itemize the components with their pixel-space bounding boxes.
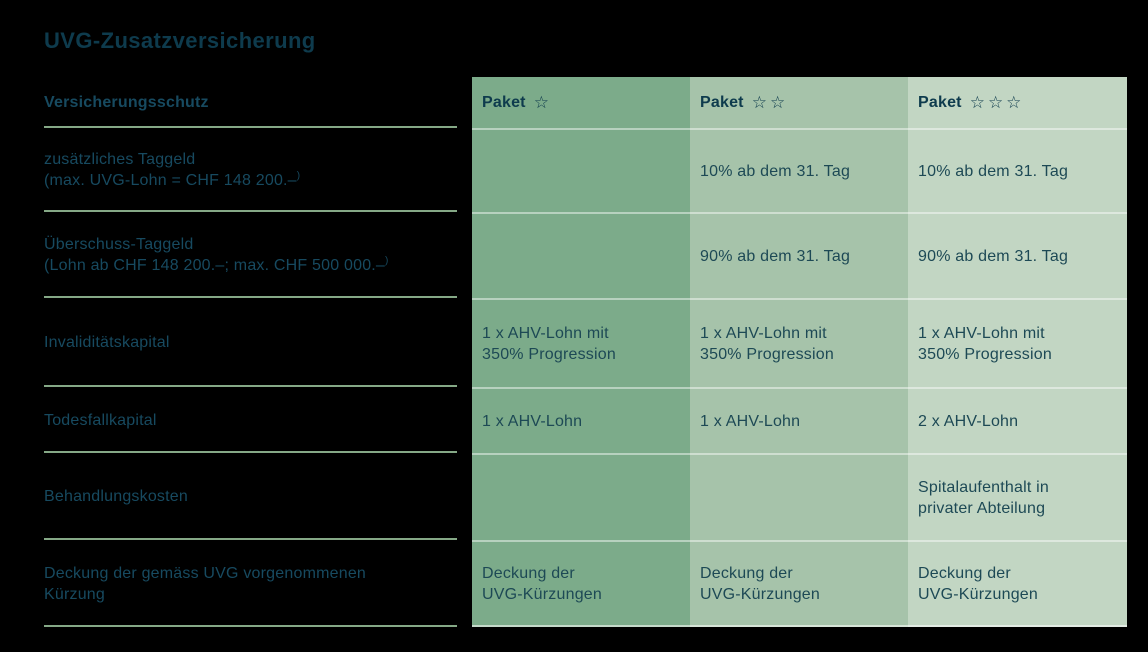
row-label-text: Invaliditätskapital (44, 334, 170, 351)
table-cell: Deckung der UVG-Kürzungen (690, 540, 908, 627)
table-cell (472, 453, 690, 540)
page-title: UVG-Zusatzversicherung (44, 28, 316, 53)
table-cell: Spitalaufenthalt in privater Abteilung (908, 453, 1127, 540)
table-cell: 10% ab dem 31. Tag (690, 128, 908, 212)
table-cell (472, 128, 690, 212)
column-header-paket-1: Paket ☆ (472, 77, 690, 128)
table-cell: 1 x AHV-Lohn mit 350% Progression (472, 298, 690, 387)
row-label-invaliditaetskapital: Invaliditätskapital (44, 298, 472, 387)
table-cell: 1 x AHV-Lohn (690, 387, 908, 453)
row-header-title: Versicherungsschutz (44, 77, 472, 128)
row-label-todesfallkapital: Todesfallkapital (44, 387, 472, 453)
footnote-marker: ) (296, 170, 301, 182)
table-cell: 90% ab dem 31. Tag (690, 212, 908, 298)
row-label-text: Deckung der gemäss UVG vorgenommenen Kür… (44, 564, 367, 603)
row-label-text: zusätzliches Taggeld (max. UVG-Lohn = CH… (44, 151, 297, 189)
row-label-text: Behandlungskosten (44, 488, 188, 505)
footnote-marker: ) (385, 255, 389, 267)
column-header-paket-2: Paket ☆☆ (690, 77, 908, 128)
row-label-text: Überschuss-Taggeld (Lohn ab CHF 148 200.… (44, 236, 386, 274)
table-cell: 1 x AHV-Lohn (472, 387, 690, 453)
column-header-label: Paket (918, 94, 962, 111)
row-label-behandlungskosten: Behandlungskosten (44, 453, 472, 540)
star-icons: ☆☆ (751, 93, 789, 112)
column-header-paket-3: Paket ☆☆☆ (908, 77, 1127, 128)
row-header-title-label: Versicherungsschutz (44, 94, 209, 111)
table-cell: 90% ab dem 31. Tag (908, 212, 1127, 298)
column-header-label: Paket (482, 94, 526, 111)
row-label-ueberschuss-taggeld: Überschuss-Taggeld (Lohn ab CHF 148 200.… (44, 212, 472, 298)
table-cell: 2 x AHV-Lohn (908, 387, 1127, 453)
package-comparison-table: Versicherungsschutz Paket ☆ Paket ☆☆ Pak… (44, 77, 1127, 627)
table-cell (690, 453, 908, 540)
star-icons: ☆☆☆ (969, 93, 1025, 112)
star-icon: ☆ (533, 93, 552, 112)
table-cell: Deckung der UVG-Kürzungen (908, 540, 1127, 627)
row-label-deckung-kuerzung: Deckung der gemäss UVG vorgenommenen Kür… (44, 540, 472, 627)
table-cell: 1 x AHV-Lohn mit 350% Progression (690, 298, 908, 387)
column-header-label: Paket (700, 94, 744, 111)
table-cell: Deckung der UVG-Kürzungen (472, 540, 690, 627)
table-cell (472, 212, 690, 298)
row-label-text: Todesfallkapital (44, 411, 157, 429)
table-cell: 10% ab dem 31. Tag (908, 128, 1127, 212)
table-cell: 1 x AHV-Lohn mit 350% Progression (908, 298, 1127, 387)
row-label-zusaetzliches-taggeld: zusätzliches Taggeld (max. UVG-Lohn = CH… (44, 128, 472, 212)
